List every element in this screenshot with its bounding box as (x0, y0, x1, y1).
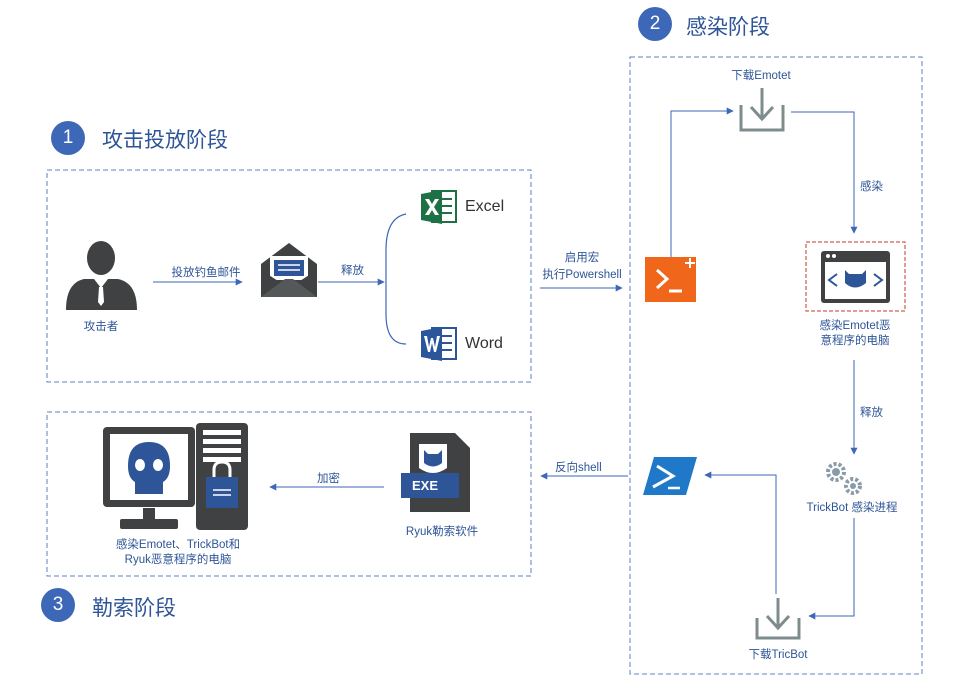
download-emotet-icon (739, 88, 785, 132)
powershell-icon (643, 457, 697, 495)
download-trickbot-icon (755, 598, 801, 640)
edge-powershell-to-download (670, 107, 734, 257)
send-phish-label: 投放钓鱼邮件 (171, 267, 241, 279)
reverse-shell-label: 反向shell (555, 462, 602, 474)
infected-pc-label-line1: 感染Emotet恶 (819, 320, 891, 332)
gears-icon (826, 462, 862, 495)
edge-download-to-ps (704, 471, 777, 594)
infected-pc-box (805, 241, 906, 312)
ryuk-exe-icon (401, 433, 470, 512)
infected-pc-label-line2: 意程序的电脑 (820, 335, 890, 347)
powershell-console-icon (645, 257, 696, 302)
stage3-number: 3 (41, 588, 75, 622)
ryuk-label: Ryuk勒索软件 (405, 526, 479, 538)
exe-badge-label: EXE (411, 478, 438, 493)
download-emotet-label: 下载Emotet (731, 70, 791, 82)
edge-download-to-infected (791, 111, 858, 234)
stage1-title: 攻击投放阶段 (102, 129, 228, 152)
download-trickbot-label: 下载TricBot (748, 649, 808, 661)
release-trickbot-label: 释放 (860, 407, 883, 419)
excel-icon (421, 190, 457, 224)
excel-label: Excel (465, 198, 505, 215)
release-bracket (385, 213, 407, 345)
edge-trickbot-to-download (808, 518, 855, 620)
word-icon (421, 327, 457, 361)
attacker-label: 攻击者 (83, 321, 119, 333)
stage1-number: 1 (51, 121, 85, 155)
release-docs-label: 释放 (341, 265, 364, 277)
stage1-box (46, 169, 532, 383)
stage3-title: 勒索阶段 (92, 597, 176, 620)
victim-computer-icon (103, 423, 248, 530)
stage2-title: 感染阶段 (686, 16, 770, 39)
encrypt-label: 加密 (317, 473, 340, 485)
stage2-number: 2 (638, 7, 672, 41)
email-envelope-icon (261, 243, 317, 297)
attacker-icon (66, 241, 137, 310)
victim-label-line1: 感染Emotet、TrickBot和 (115, 539, 241, 551)
stage3-box (46, 411, 532, 577)
word-label: Word (465, 335, 503, 352)
macro-label-line2: 执行Powershell (542, 269, 622, 281)
infect-label: 感染 (860, 181, 883, 193)
stage2-box (629, 56, 923, 675)
macro-label-line1: 启用宏 (564, 252, 600, 264)
malware-window-icon (821, 251, 890, 303)
trickbot-process-label: TrickBot 感染进程 (806, 502, 898, 514)
victim-label-line2: Ryuk恶意程序的电脑 (124, 554, 232, 566)
